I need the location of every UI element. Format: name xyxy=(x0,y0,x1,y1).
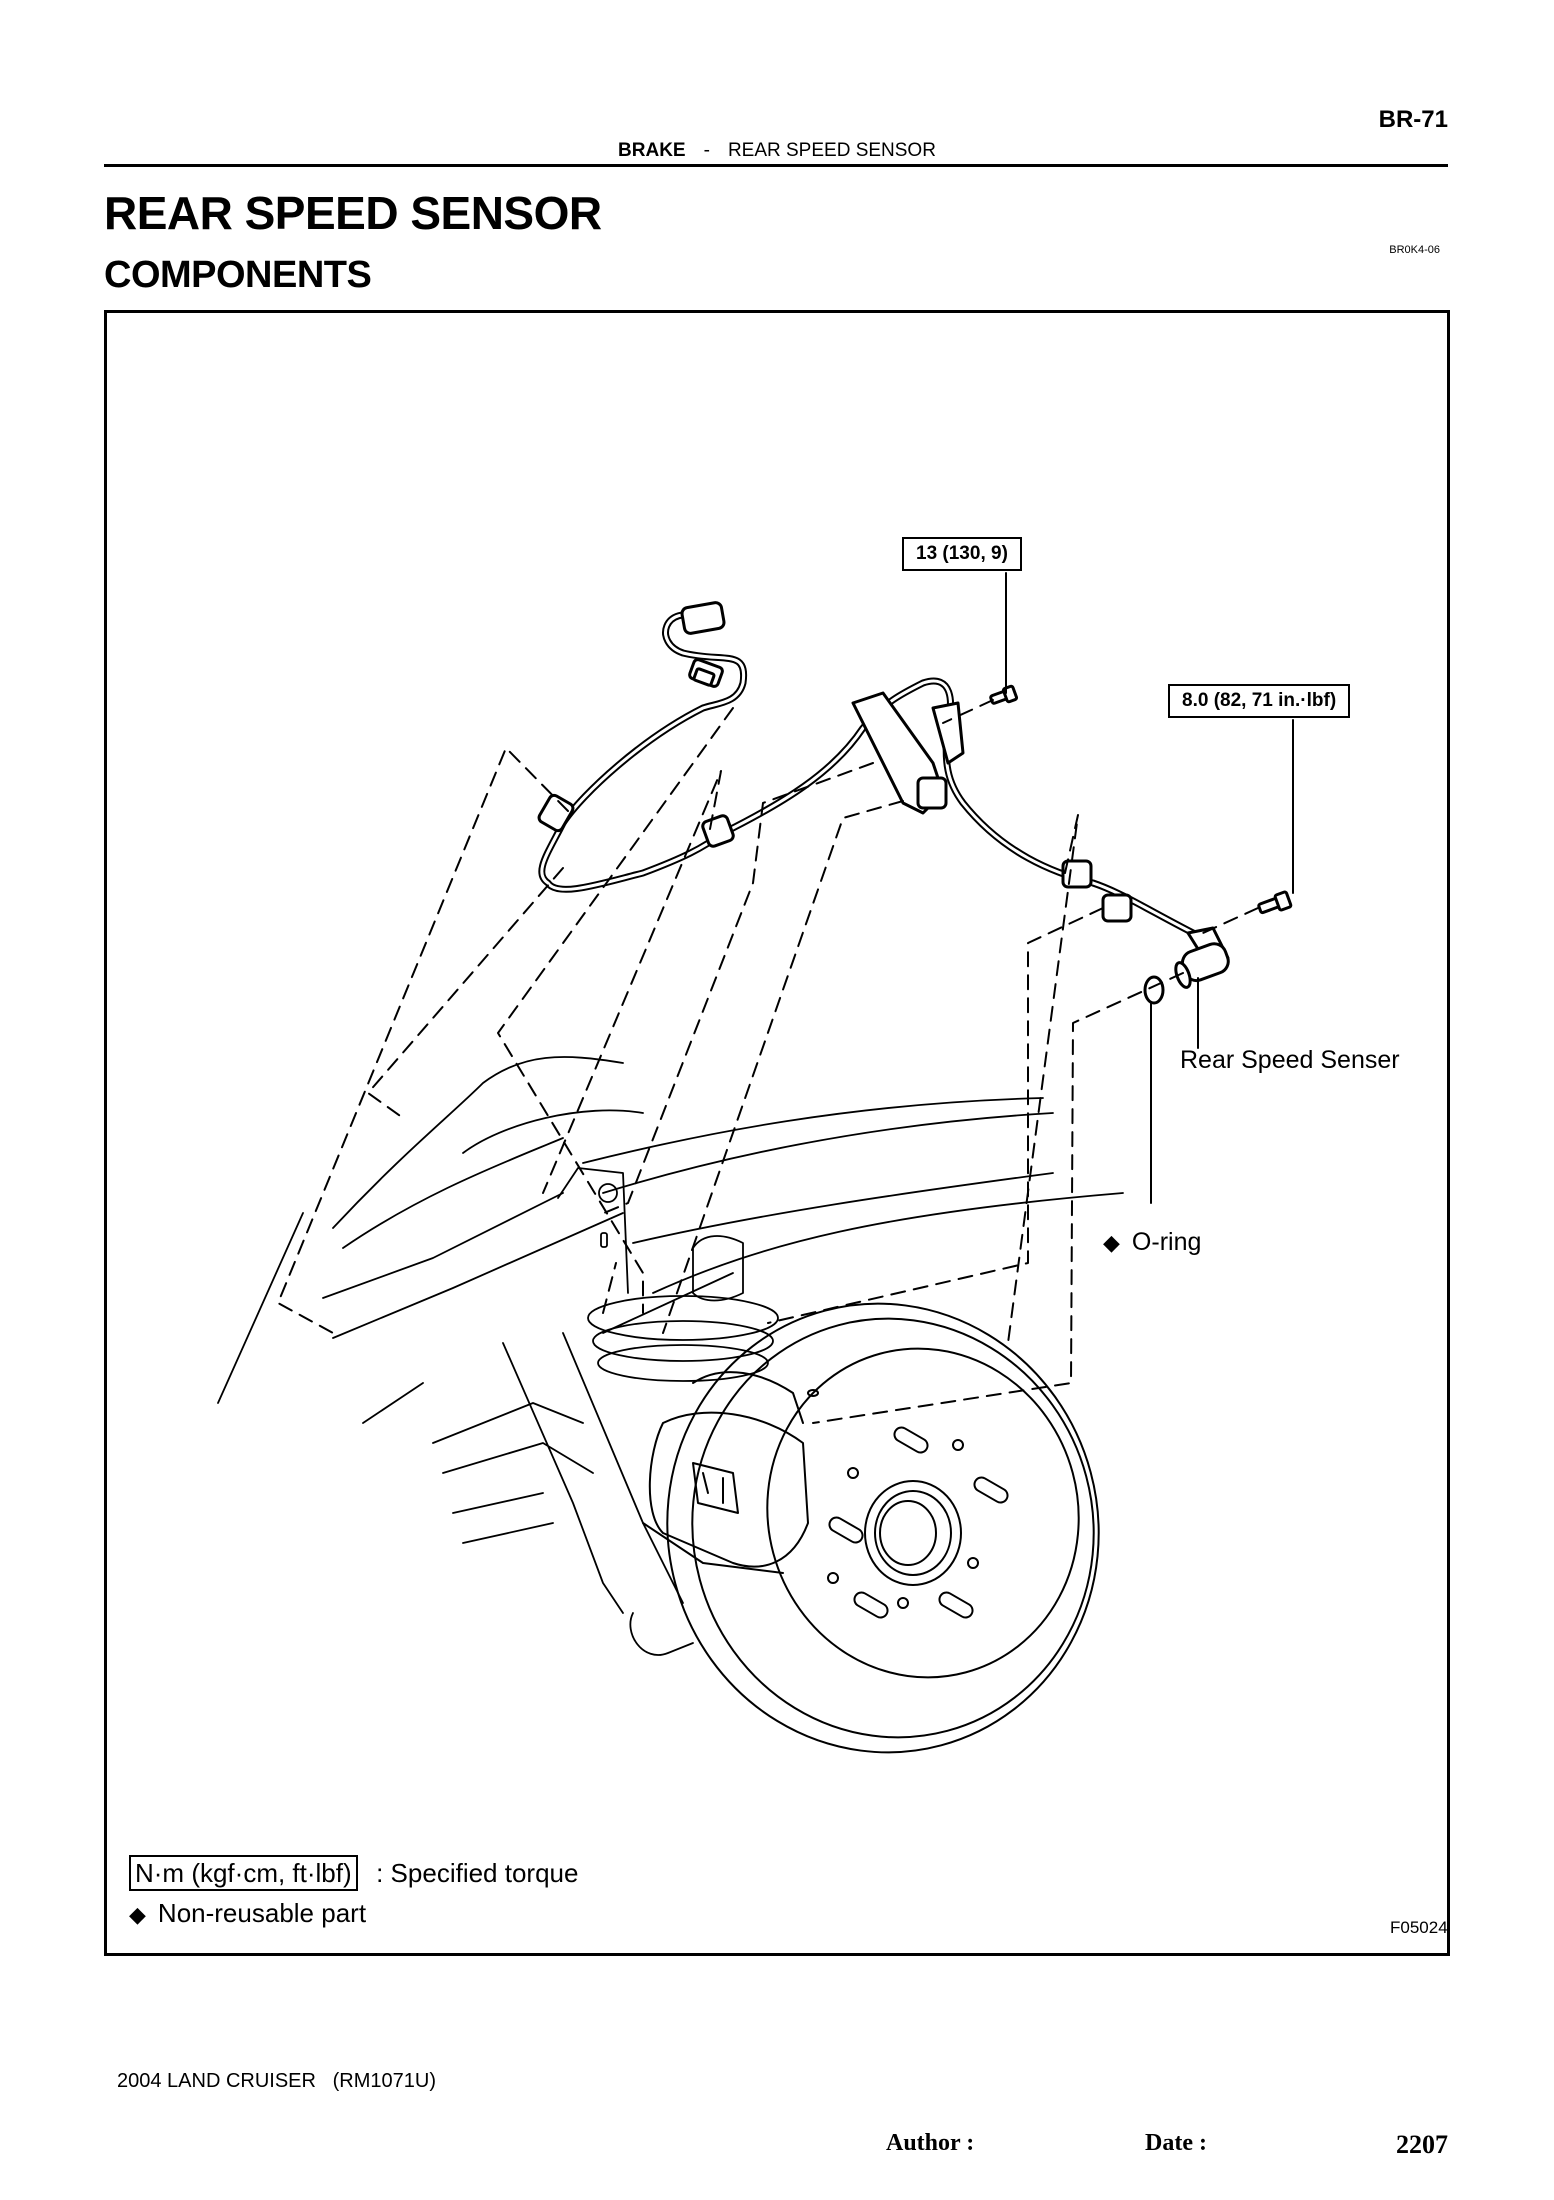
torque-label-upper-bolt: 13 (130, 9) xyxy=(902,537,1022,571)
brake-disc xyxy=(666,1302,1100,1754)
bolt-sensor xyxy=(1257,890,1293,915)
footer-author-label: Author : xyxy=(886,2130,975,2156)
connector-upper xyxy=(680,601,726,688)
torque-unit-box: N·m (kgf·cm, ft·lbf) xyxy=(129,1855,358,1891)
o-ring-label: O-ring xyxy=(1131,1228,1202,1256)
figure-code: F05024 xyxy=(1390,1918,1448,1937)
shock-absorber xyxy=(432,1332,694,1656)
callout-o-ring: ◆ O-ring xyxy=(1103,1228,1201,1257)
figure-frame xyxy=(104,310,1450,1956)
bolt-upper xyxy=(989,684,1019,705)
callout-rear-speed-sensor: Rear Speed Senser xyxy=(1180,1046,1400,1074)
coil-spring xyxy=(587,1295,779,1382)
header-rule xyxy=(104,164,1448,167)
leader-lines xyxy=(1005,572,1294,1204)
footer-page-number: 2207 xyxy=(1396,2130,1448,2159)
topic-name: REAR SPEED SENSOR xyxy=(727,140,936,161)
sensor-body xyxy=(1174,926,1230,989)
page-title: REAR SPEED SENSOR xyxy=(104,187,602,239)
clamp-left xyxy=(537,793,735,848)
diamond-icon: ◆ xyxy=(129,1902,146,1927)
suspension-bracket xyxy=(557,1167,744,1302)
section-subtitle: COMPONENTS xyxy=(104,254,372,296)
legend-nonreusable: ◆ Non-reusable part xyxy=(129,1898,366,1929)
running-header: BRAKE-REAR SPEED SENSOR xyxy=(0,140,1554,162)
torque-label-sensor-bolt: 8.0 (82, 71 in.·lbf) xyxy=(1168,684,1351,718)
components-illustration xyxy=(217,572,1294,1754)
torque-legend-text: : Specified torque xyxy=(376,1858,579,1888)
wire-harness xyxy=(538,611,1207,942)
wire-harness-core xyxy=(540,613,1205,940)
document-code: BR0K4-06 xyxy=(1389,244,1440,256)
footer-date-label: Date : xyxy=(1145,2130,1207,2156)
header-separator: - xyxy=(703,140,710,161)
o-ring xyxy=(1143,975,1165,1005)
brake-caliper xyxy=(642,1371,809,1574)
footer-model: 2004 LAND CRUISER (RM1071U) xyxy=(117,2070,436,2092)
non-reusable-diamond-icon: ◆ xyxy=(1103,1230,1120,1255)
section-name: BRAKE xyxy=(618,140,686,161)
page-id: BR-71 xyxy=(1378,106,1448,133)
nonreusable-legend-text: Non-reusable part xyxy=(157,1898,367,1928)
frame-rail xyxy=(217,1056,1124,1424)
legend-torque: N·m (kgf·cm, ft·lbf) : Specified torque xyxy=(129,1855,579,1891)
dashed-install-lines xyxy=(277,699,1259,1424)
bracket-upper xyxy=(851,691,965,815)
